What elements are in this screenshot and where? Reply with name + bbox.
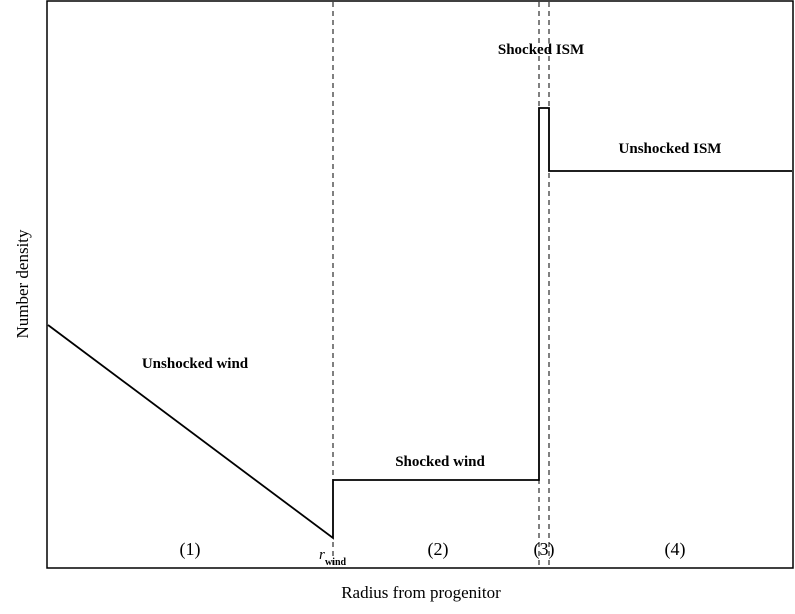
x-axis-label: Radius from progenitor xyxy=(341,583,501,602)
region-label-1: (1) xyxy=(180,539,201,560)
label-shocked-wind: Shocked wind xyxy=(395,454,485,470)
region-label-4: (4) xyxy=(665,539,686,560)
boundary-lines xyxy=(332,2,550,567)
region-label-2: (2) xyxy=(428,539,449,560)
label-shocked-ism: Shocked ISM xyxy=(498,42,584,58)
y-axis-label: Number density xyxy=(13,229,32,339)
r-wind-subscript: wind xyxy=(325,557,347,568)
density-profile-curve xyxy=(47,107,792,540)
r-wind-marker: r wind xyxy=(319,547,347,568)
label-unshocked-ism: Unshocked ISM xyxy=(619,141,722,157)
r-wind-symbol: r xyxy=(319,547,325,563)
plot-frame xyxy=(46,0,794,569)
region-label-3: (3) xyxy=(534,539,555,560)
label-unshocked-wind: Unshocked wind xyxy=(142,356,249,372)
